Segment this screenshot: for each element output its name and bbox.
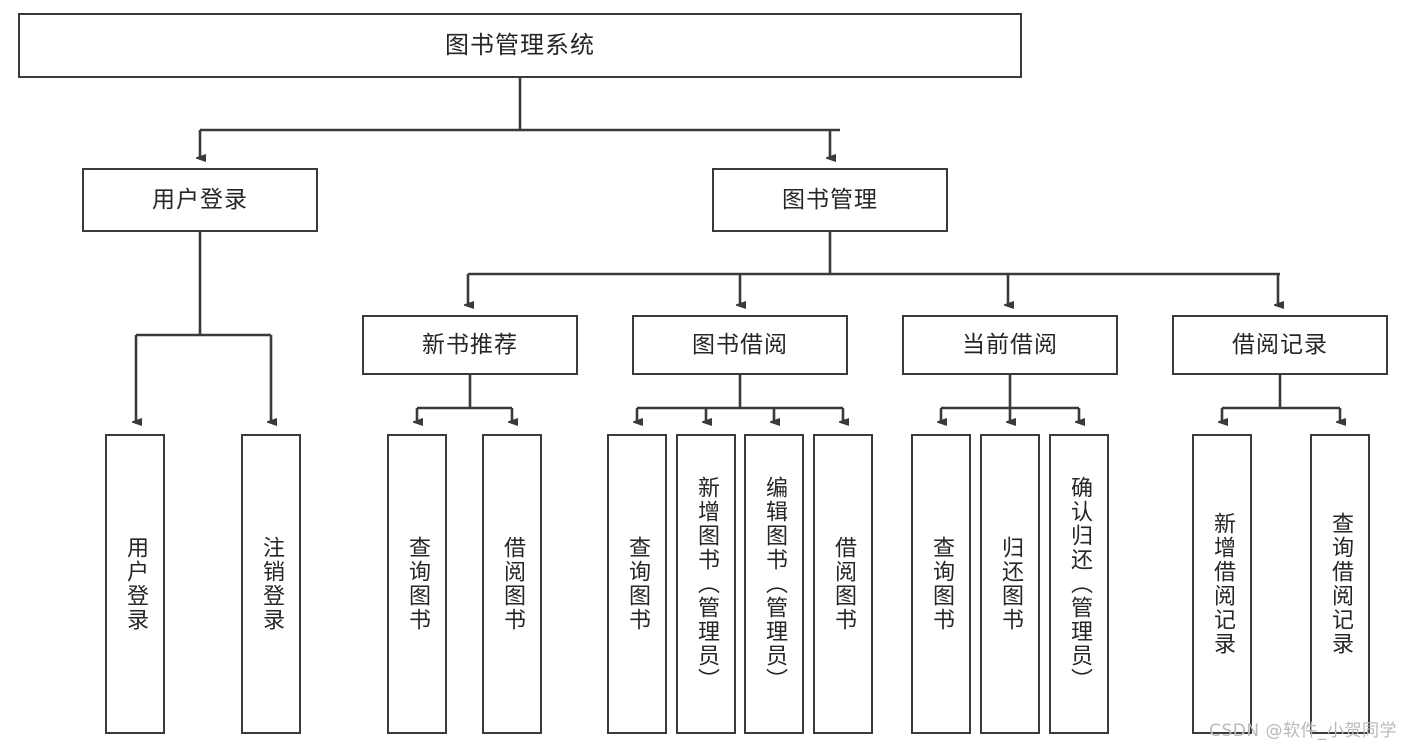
leaf-query-book-new-rec[interactable]: 查询图书 (387, 434, 447, 734)
node-root-book-management-system[interactable]: 图书管理系统 (18, 13, 1022, 78)
node-label: 用户登录 (152, 186, 248, 213)
node-user-login[interactable]: 用户登录 (82, 168, 318, 232)
leaf-borrow-book-borrow[interactable]: 借阅图书 (813, 434, 873, 734)
leaf-confirm-return-admin[interactable]: 确认归还（管理员） (1049, 434, 1109, 734)
node-label: 借阅图书 (499, 536, 525, 632)
leaf-edit-book-admin[interactable]: 编辑图书（管理员） (744, 434, 804, 734)
csdn-watermark: CSDN @软件_小贺同学 (1209, 721, 1397, 741)
leaf-query-book-current[interactable]: 查询图书 (911, 434, 971, 734)
node-label: 借阅图书 (830, 536, 856, 632)
node-label: 编辑图书（管理员） (761, 476, 787, 692)
node-book-borrow[interactable]: 图书借阅 (632, 315, 848, 375)
leaf-query-book-borrow[interactable]: 查询图书 (607, 434, 667, 734)
node-label: 图书借阅 (692, 331, 788, 358)
node-label: 图书管理系统 (445, 30, 595, 59)
node-label: 注销登录 (258, 536, 284, 632)
leaf-query-borrow-record[interactable]: 查询借阅记录 (1310, 434, 1370, 734)
leaf-add-book-admin[interactable]: 新增图书（管理员） (676, 434, 736, 734)
node-label: 借阅记录 (1232, 331, 1328, 358)
node-label: 归还图书 (997, 536, 1023, 632)
node-current-borrow[interactable]: 当前借阅 (902, 315, 1118, 375)
leaf-logout-login[interactable]: 注销登录 (241, 434, 301, 734)
leaf-return-book[interactable]: 归还图书 (980, 434, 1040, 734)
node-label: 用户登录 (122, 536, 148, 632)
node-label: 确认归还（管理员） (1066, 476, 1092, 692)
node-label: 当前借阅 (962, 331, 1058, 358)
node-new-book-recommendation[interactable]: 新书推荐 (362, 315, 578, 375)
node-label: 图书管理 (782, 186, 878, 213)
leaf-borrow-book-new-rec[interactable]: 借阅图书 (482, 434, 542, 734)
node-label: 新书推荐 (422, 331, 518, 358)
node-label: 查询图书 (404, 536, 430, 632)
node-label: 新增借阅记录 (1209, 512, 1235, 656)
leaf-add-borrow-record[interactable]: 新增借阅记录 (1192, 434, 1252, 734)
node-label: 查询借阅记录 (1327, 512, 1353, 656)
node-borrow-record[interactable]: 借阅记录 (1172, 315, 1388, 375)
node-book-management[interactable]: 图书管理 (712, 168, 948, 232)
leaf-user-login[interactable]: 用户登录 (105, 434, 165, 734)
node-label: 新增图书（管理员） (693, 476, 719, 692)
node-label: 查询图书 (928, 536, 954, 632)
node-label: 查询图书 (624, 536, 650, 632)
